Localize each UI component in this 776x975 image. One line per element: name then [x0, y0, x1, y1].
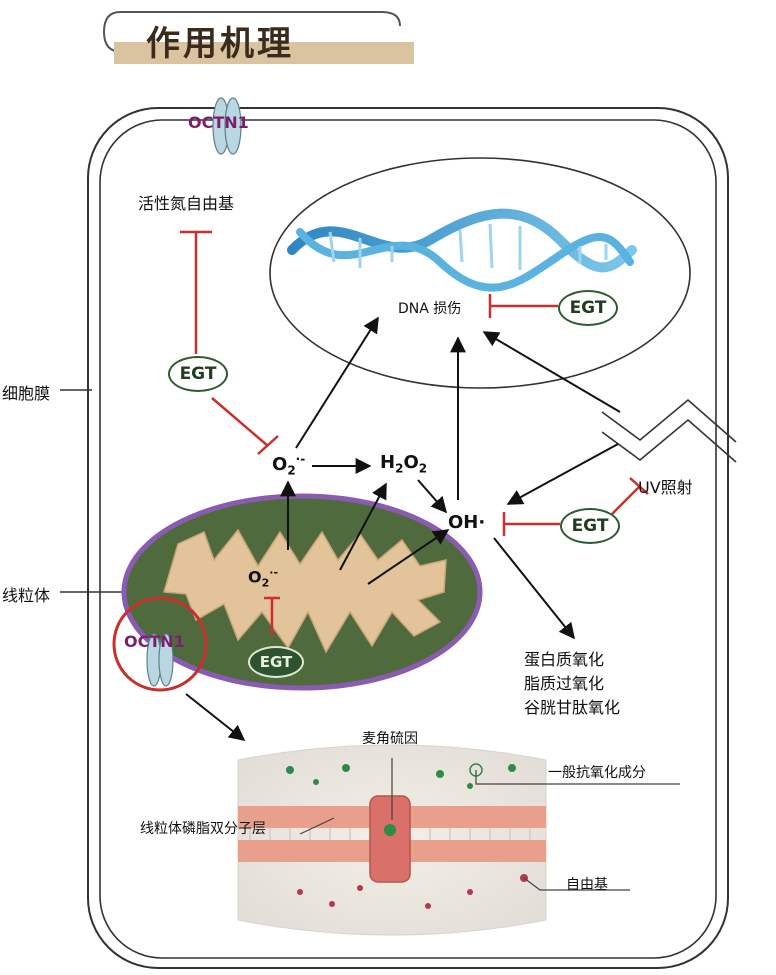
membrane-inset [237, 744, 547, 936]
oxidation-item: 脂质过氧化 [524, 674, 605, 693]
oxidation-item: 谷胱甘肽氧化 [524, 698, 621, 717]
cell-membrane-outer [87, 107, 729, 969]
mitochondria-label: 线粒体 [2, 586, 51, 605]
octn1-transporter-mito [146, 633, 174, 687]
ergothioneine-label: 麦角硫因 [362, 731, 418, 747]
uv-label: UV照射 [638, 478, 693, 497]
rns-label: 活性氮自由基 [138, 194, 235, 213]
oxidation-list: 蛋白质氧化 脂质过氧化 谷胱甘肽氧化 [524, 648, 620, 720]
superoxide-inner-label: O2·- [248, 566, 279, 590]
phospholipid-bilayer-label: 线粒体磷脂双分子层 [140, 821, 266, 837]
nucleus [269, 157, 691, 389]
octn1-mito-label: OCTN1 [124, 632, 185, 651]
general-antioxidant-label: 一般抗氧化成分 [548, 765, 646, 781]
reaction-arrows [185, 316, 621, 741]
superoxide-outer-label: O2·- [272, 452, 306, 478]
ergothioneine-molecule [384, 824, 396, 836]
egt-badge-oh: EGT [560, 508, 620, 544]
inset-leaders [299, 758, 680, 891]
hydroxyl-radical-label: OH· [448, 512, 486, 533]
octn1-highlight-circle [112, 596, 208, 692]
title-bracket [102, 11, 401, 53]
title-underline-bar [114, 42, 414, 64]
inhibition-lines [180, 230, 649, 636]
dna-helix [287, 208, 637, 292]
egt-badge-mito: EGT [248, 646, 304, 678]
egt-badge-dna: EGT [558, 290, 618, 326]
free-radical-label: 自由基 [566, 877, 608, 893]
octn1-top-label: OCTN1 [188, 113, 249, 132]
membrane-channel [369, 795, 411, 883]
title-block: 作用机理 [100, 8, 420, 68]
oxidation-item: 蛋白质氧化 [524, 650, 605, 669]
uv-rays [601, 398, 737, 463]
octn1-transporter-top [212, 97, 242, 155]
cell-membrane-label: 细胞膜 [2, 384, 51, 403]
cell-membrane-inner [99, 119, 717, 959]
h2o2-label: H2O2 [380, 452, 428, 476]
page-title: 作用机理 [146, 24, 294, 64]
egt-badge-left: EGT [168, 356, 228, 392]
mitochondrion-cristae [163, 528, 447, 654]
dna-damage-label: DNA 损伤 [398, 301, 462, 317]
